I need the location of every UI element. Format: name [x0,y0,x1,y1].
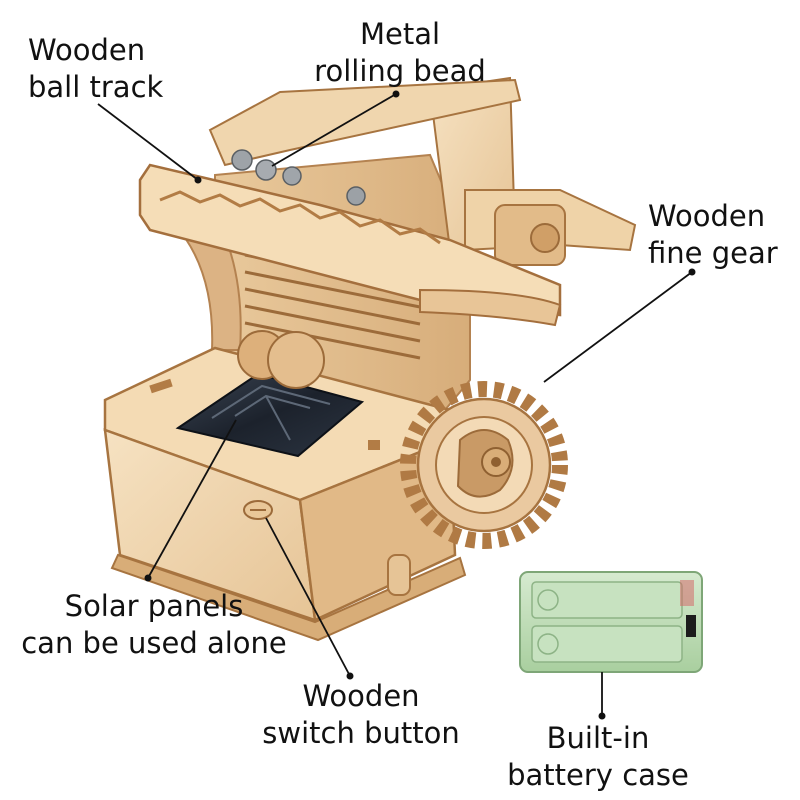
track-curve [419,288,562,327]
wooden-model [103,76,637,642]
base-plate [110,553,467,642]
box-slot [368,440,380,450]
small-cylinder [387,554,411,596]
switch-button[interactable] [243,500,273,520]
label-solar-panels: Solar panels can be used alone [4,588,304,662]
metal-bead [282,166,302,186]
label-line: Wooden [302,679,420,713]
leader-gear [543,268,696,383]
fine-gear [400,381,568,549]
ball-track [138,163,562,317]
metal-bead [255,159,277,181]
label-wooden-ball-track: Wooden ball track [28,32,163,106]
solar-panel [175,372,365,458]
label-line: rolling bead [314,54,486,88]
label-line: ball track [28,70,164,104]
metal-bead [231,149,253,171]
label-built-in-battery-case: Built-in battery case [500,720,696,794]
label-line: Wooden [648,199,766,233]
label-metal-rolling-bead: Metal rolling bead [300,16,500,90]
label-line: Built-in [546,721,650,755]
leader-switch [265,517,354,680]
label-line: can be used alone [21,626,287,660]
label-line: Metal [359,17,441,51]
track-zigzag-edge [159,190,441,245]
inner-wheel [267,331,325,389]
box-slot [149,378,173,394]
label-line: fine gear [648,236,778,270]
label-wooden-fine-gear: Wooden fine gear [648,198,778,272]
top-ramp [208,78,522,167]
wheel-axle [530,223,560,253]
battery-switch[interactable] [686,615,696,637]
metal-bead [346,186,366,206]
metal-beads [231,149,366,206]
leader-lines [97,90,696,720]
label-line: Solar panels [64,589,244,623]
leader-track [97,103,202,184]
leader-bead [271,90,400,167]
battery-case [519,571,703,673]
leader-battery [598,672,606,720]
label-line: Wooden [28,33,146,67]
label-wooden-switch-button: Wooden switch button [246,678,476,752]
label-line: switch button [262,716,460,750]
leader-solar [144,419,237,582]
label-line: battery case [507,758,689,792]
